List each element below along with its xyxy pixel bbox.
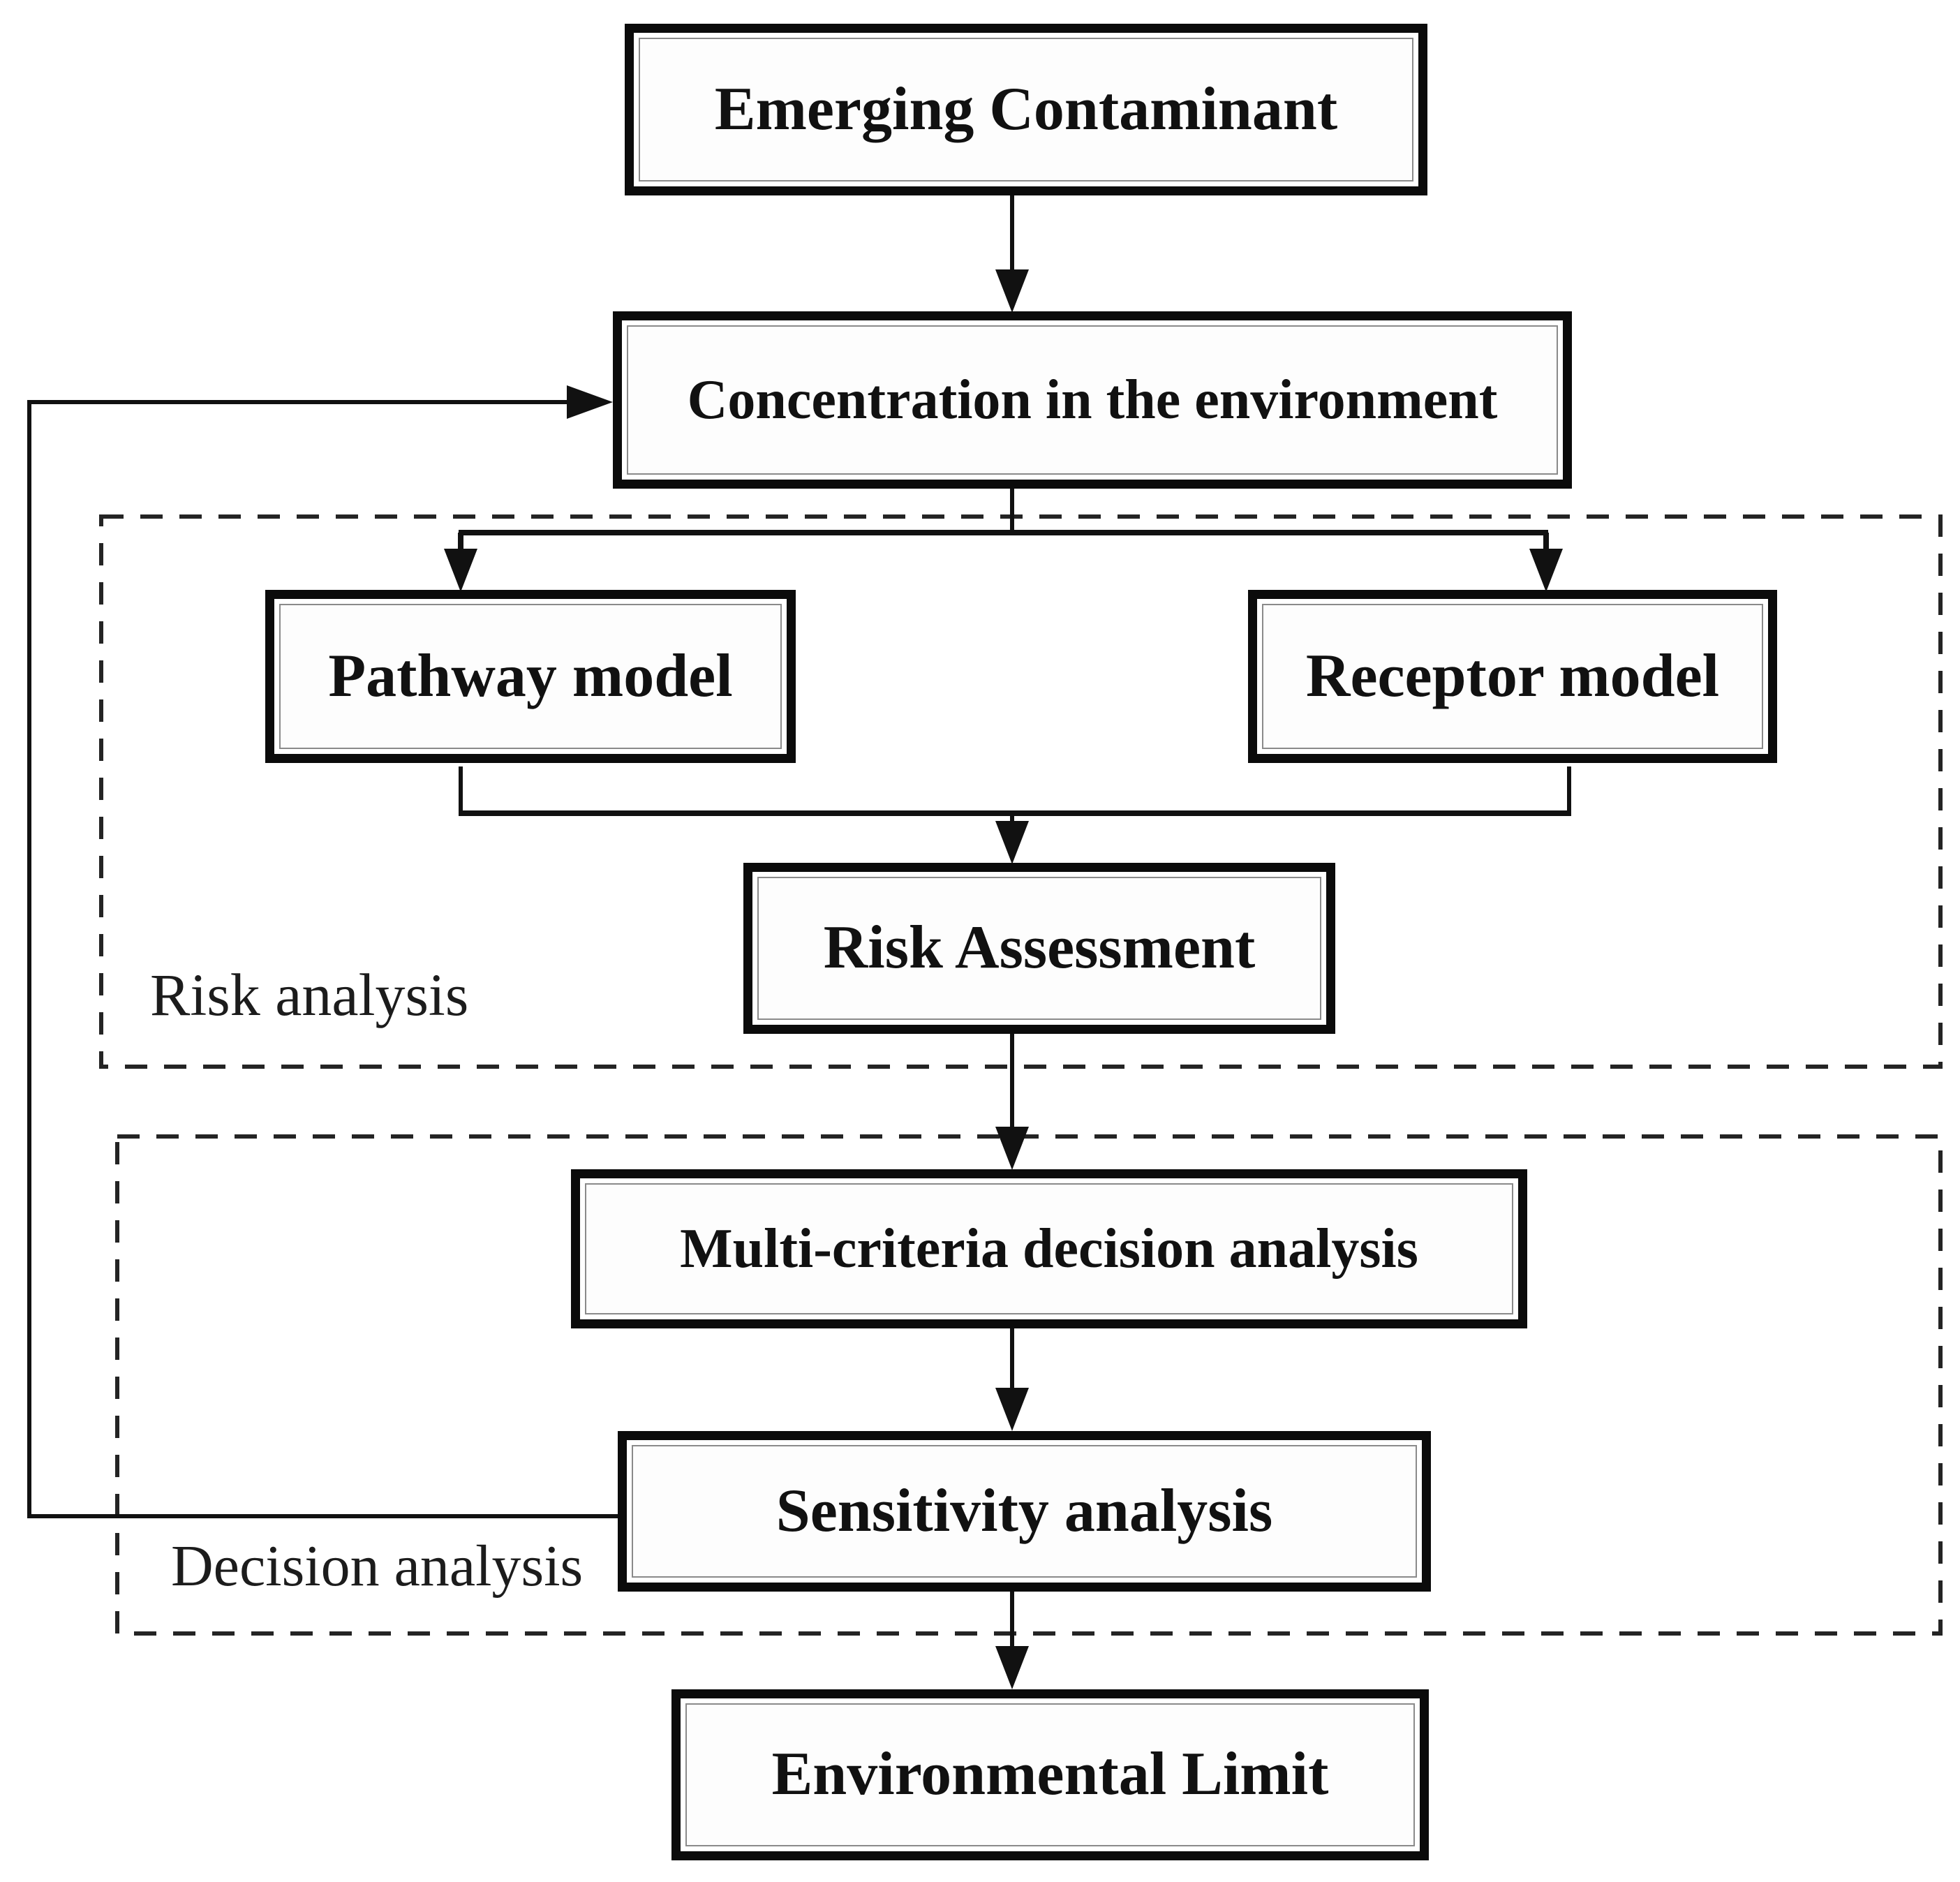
feedback-arrowhead (567, 385, 613, 419)
feedback-line (27, 400, 618, 1518)
edge-to-risk-assessment-arrowhead (995, 821, 1029, 864)
node-pathway-model: Pathway model (265, 590, 796, 763)
decision-analysis-label-text: Decision analysis (171, 1534, 584, 1599)
edge-feedback-sensitivity-to-concentration (27, 385, 618, 1518)
node-mcda-label: Multi-criteria decision analysis (680, 1218, 1418, 1280)
edge-risk-assessment-to-mcda (995, 1034, 1029, 1170)
node-environmental-limit-label: Environmental Limit (771, 1740, 1329, 1809)
node-risk-assessment-label: Risk Assessment (823, 914, 1256, 982)
node-sensitivity-analysis: Sensitivity analysis (618, 1431, 1431, 1592)
decision-analysis-region-outline (115, 1134, 1943, 1636)
edge-risk-assessment-to-mcda-arrowhead (995, 1127, 1029, 1170)
edge-sensitivity-to-environmental-arrowhead (995, 1646, 1029, 1689)
node-multi-criteria-decision-analysis: Multi-criteria decision analysis (571, 1169, 1527, 1328)
risk-analysis-label-text: Risk analysis (150, 961, 469, 1028)
edge-mcda-to-sensitivity (995, 1328, 1029, 1431)
decision-analysis-region-label: Decision analysis (171, 1534, 583, 1599)
risk-analysis-region-label: Risk analysis (150, 962, 468, 1028)
edge-mcda-to-sensitivity-arrowhead (995, 1388, 1029, 1431)
node-emerging-contaminant: Emerging Contaminant (625, 24, 1427, 195)
edge-models-merge (459, 766, 1571, 864)
node-sensitivity-analysis-label: Sensitivity analysis (775, 1476, 1273, 1545)
node-risk-assessment: Risk Assessment (743, 863, 1335, 1034)
edge-sensitivity-to-environmental (995, 1592, 1029, 1689)
edge-emerging-to-concentration (995, 195, 1029, 313)
edge-to-receptor-arrowhead (1529, 549, 1563, 592)
risk-analysis-region-outline (99, 514, 1943, 1069)
node-pathway-model-label: Pathway model (328, 642, 733, 710)
edge-to-pathway-arrowhead (444, 549, 477, 592)
edge-emerging-to-concentration-arrowhead (995, 269, 1029, 313)
edge-concentration-split (444, 489, 1563, 592)
node-concentration-label: Concentration in the environment (687, 369, 1498, 431)
node-emerging-contaminant-label: Emerging Contaminant (714, 75, 1338, 143)
node-receptor-model-label: Receptor model (1305, 642, 1720, 710)
node-concentration-in-the-environment: Concentration in the environment (613, 311, 1572, 489)
node-receptor-model: Receptor model (1248, 590, 1777, 763)
node-environmental-limit: Environmental Limit (671, 1689, 1429, 1860)
